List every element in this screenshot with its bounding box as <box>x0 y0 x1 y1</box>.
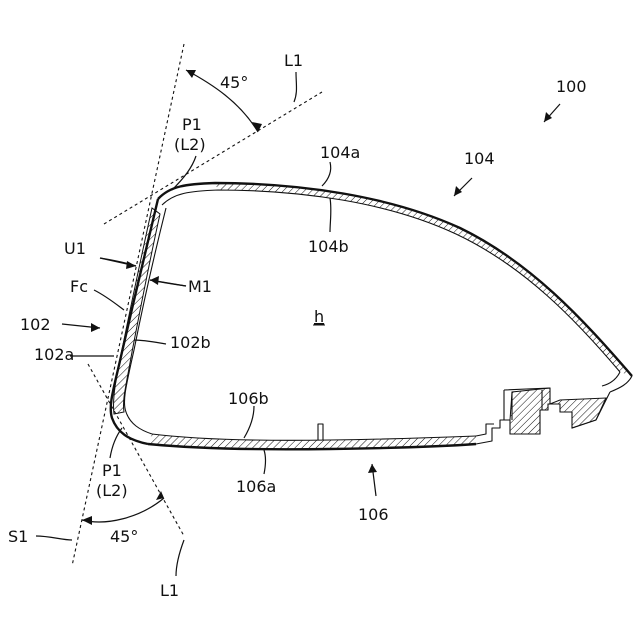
label-102b: 102b <box>170 333 211 352</box>
label-104a: 104a <box>320 143 360 162</box>
label-h: h <box>314 307 324 326</box>
club-head-outline <box>111 183 632 449</box>
rear-weight-hatched-section <box>510 388 606 434</box>
angle-arc-bottom <box>82 498 164 522</box>
label-L1-bottom: L1 <box>160 581 179 600</box>
label-106: 106 <box>358 505 389 524</box>
label-U1: U1 <box>64 239 86 258</box>
label-102a: 102a <box>34 345 74 364</box>
label-104: 104 <box>464 149 495 168</box>
label-L1-top: L1 <box>284 51 303 70</box>
arc-arrowhead-bottom-left <box>82 516 92 525</box>
label-L2-top: (L2) <box>174 135 206 154</box>
label-106a: 106a <box>236 477 276 496</box>
label-S1: S1 <box>8 527 28 546</box>
l1-line-bottom <box>88 364 184 536</box>
label-100: 100 <box>556 77 587 96</box>
face-plate-hatched-section <box>113 208 160 414</box>
label-P1-bottom: P1 <box>102 461 122 480</box>
crown-hatched-section <box>215 183 632 376</box>
leader-lines <box>36 72 560 576</box>
arc-arrowhead-top-left <box>186 70 196 78</box>
label-Fc: Fc <box>70 277 88 296</box>
s1-reference-line <box>72 44 184 566</box>
label-L2-bottom: (L2) <box>96 481 128 500</box>
l1-line-top <box>104 92 322 224</box>
label-106b: 106b <box>228 389 269 408</box>
label-P1-top: P1 <box>182 115 202 134</box>
label-angle-bottom: 45° <box>110 527 138 546</box>
label-102: 102 <box>20 315 51 334</box>
label-angle-top: 45° <box>220 73 248 92</box>
label-104b: 104b <box>308 237 349 256</box>
label-M1: M1 <box>188 277 212 296</box>
